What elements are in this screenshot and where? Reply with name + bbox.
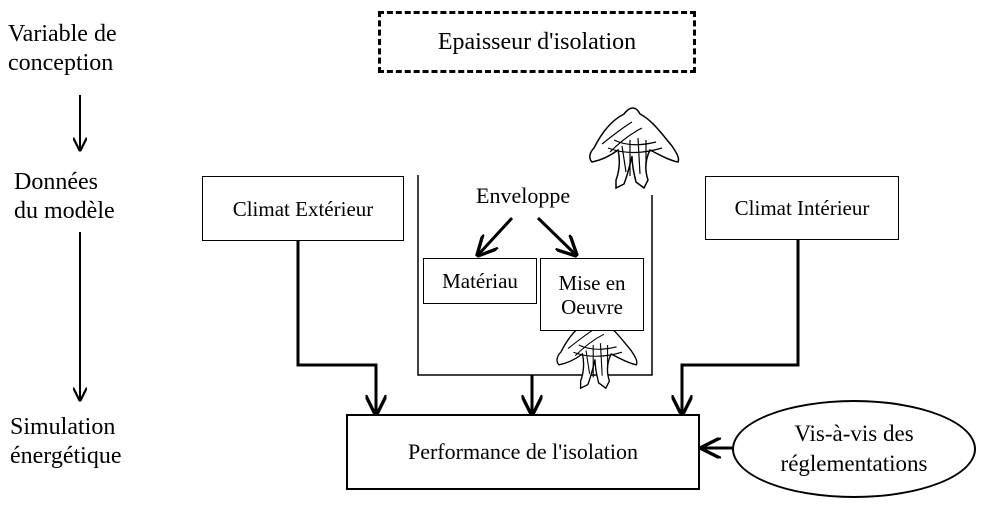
installation-text-line1: Mise en bbox=[558, 270, 626, 295]
regulations-text-line1: Vis-à-vis des bbox=[794, 421, 914, 446]
regulations-text-line2: réglementations bbox=[780, 451, 928, 476]
uncertainty-distribution-icon bbox=[589, 107, 680, 190]
interior-climate-box: Climat Intérieur bbox=[705, 176, 899, 240]
envelope-label: Enveloppe bbox=[476, 183, 571, 208]
regulations-ellipse: Vis-à-vis des réglementations bbox=[732, 400, 976, 498]
arrow-envelope-to-material bbox=[478, 216, 514, 255]
insulation-performance-text: Performance de l'isolation bbox=[407, 439, 638, 464]
model-data-label: Données du modèle bbox=[14, 169, 115, 224]
exterior-climate-box: Climat Extérieur bbox=[202, 176, 404, 241]
interior-climate-text: Climat Intérieur bbox=[734, 196, 870, 220]
arrow-interior-to-performance bbox=[682, 240, 800, 414]
insulation-performance-box: Performance de l'isolation bbox=[346, 414, 700, 490]
exterior-climate-text: Climat Extérieur bbox=[232, 196, 374, 221]
installation-text-line2: Oeuvre bbox=[561, 294, 623, 319]
arrow-envelope-to-installation bbox=[536, 216, 576, 255]
energy-simulation-label: Simulation énergétique bbox=[10, 414, 122, 469]
insulation-thickness-box: Epaisseur d'isolation bbox=[378, 11, 696, 73]
arrow-exterior-to-performance bbox=[296, 241, 376, 414]
material-text: Matériau bbox=[442, 269, 518, 293]
design-variable-label: Variable de conception bbox=[8, 21, 117, 76]
insulation-thickness-text: Epaisseur d'isolation bbox=[437, 29, 637, 55]
installation-box: Mise en Oeuvre bbox=[540, 258, 644, 331]
envelope-bracket bbox=[417, 175, 653, 376]
material-box: Matériau bbox=[423, 258, 537, 304]
